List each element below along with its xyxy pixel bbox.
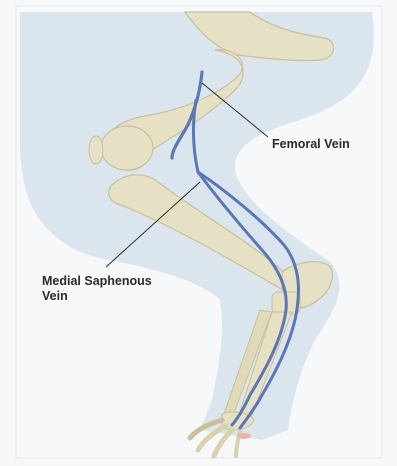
medial-saphenous-label-line2: Vein <box>42 289 192 304</box>
medial-saphenous-vein-label: Medial Saphenous Vein <box>42 274 192 304</box>
paw-pad <box>237 433 251 439</box>
femoral-vein-label: Femoral Vein <box>272 137 350 152</box>
medial-saphenous-label-line1: Medial Saphenous <box>42 274 192 289</box>
